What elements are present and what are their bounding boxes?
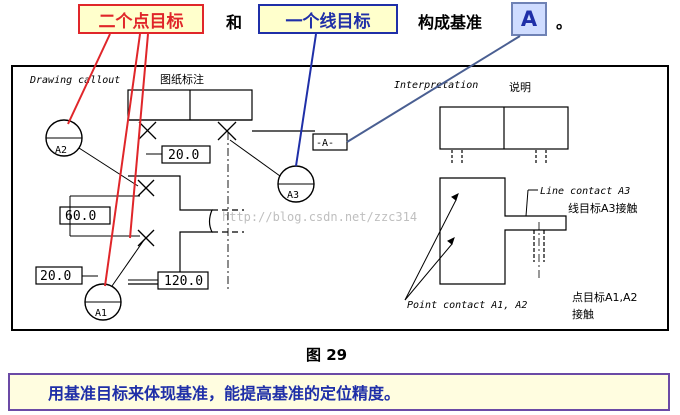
svg-text:A2: A2 <box>55 145 67 156</box>
datum-leader-line <box>346 35 521 143</box>
svg-text:20.0: 20.0 <box>40 269 71 284</box>
dim-left-box: 20.0 <box>35 266 98 285</box>
dim-mid-box: 60.0 <box>59 195 140 237</box>
figure-caption: 图 29 <box>306 346 348 364</box>
target-a2-symbol: A2 <box>45 119 139 187</box>
callout-title-cn: 图纸标注 <box>160 72 204 86</box>
interp-front-view <box>439 177 567 285</box>
drawing-frame <box>11 65 669 331</box>
watermark-text: http://blog.csdn.net/zzc314 <box>222 210 417 224</box>
interp-title-cn: 说明 <box>509 80 531 94</box>
datum-letter-box: A <box>511 2 547 36</box>
callout-title-en: Drawing callout <box>29 75 120 86</box>
callout-top-view <box>127 89 315 132</box>
summary-banner: 用基准目标来体现基准，能提高基准的定位精度。 <box>8 373 670 411</box>
forms-datum-text: 构成基准 <box>418 13 483 32</box>
point-contact-leaders <box>404 193 459 301</box>
dim-top-box: 20.0 <box>146 145 211 164</box>
interp-top-view <box>439 106 569 164</box>
point-contact-cn-1: 点目标A1,A2 <box>572 290 638 304</box>
line-contact-cn: 线目标A3接触 <box>568 201 638 215</box>
interp-title-en: Interpretation <box>394 80 478 91</box>
top-view-point-marks <box>138 121 237 141</box>
callout-front-view <box>128 132 244 290</box>
red-leader-lines <box>67 33 149 287</box>
target-a1-symbol: A1 <box>84 239 145 321</box>
datum-feature-frame: -A- <box>312 133 348 151</box>
svg-text:-A-: -A- <box>316 138 334 149</box>
svg-text:A3: A3 <box>287 190 299 201</box>
point-targets-label: 二个点目标 <box>78 4 204 34</box>
summary-text: 用基准目标来体现基准，能提高基准的定位精度。 <box>48 384 401 403</box>
svg-text:120.0: 120.0 <box>164 274 203 289</box>
front-view-point-marks <box>137 179 155 247</box>
svg-text:A1: A1 <box>95 308 107 319</box>
and-word: 和 <box>226 13 243 32</box>
dim-bottom-box: 120.0 <box>128 271 209 290</box>
period-mark: 。 <box>556 13 573 32</box>
svg-text:60.0: 60.0 <box>65 209 96 224</box>
svg-text:20.0: 20.0 <box>168 148 199 163</box>
line-target-label: 一个线目标 <box>258 4 398 34</box>
line-contact-en: Line contact A3 <box>540 186 630 197</box>
blue-leader-line <box>295 33 317 167</box>
point-contact-en: Point contact A1, A2 <box>407 300 527 311</box>
point-contact-cn-2: 接触 <box>572 307 594 321</box>
